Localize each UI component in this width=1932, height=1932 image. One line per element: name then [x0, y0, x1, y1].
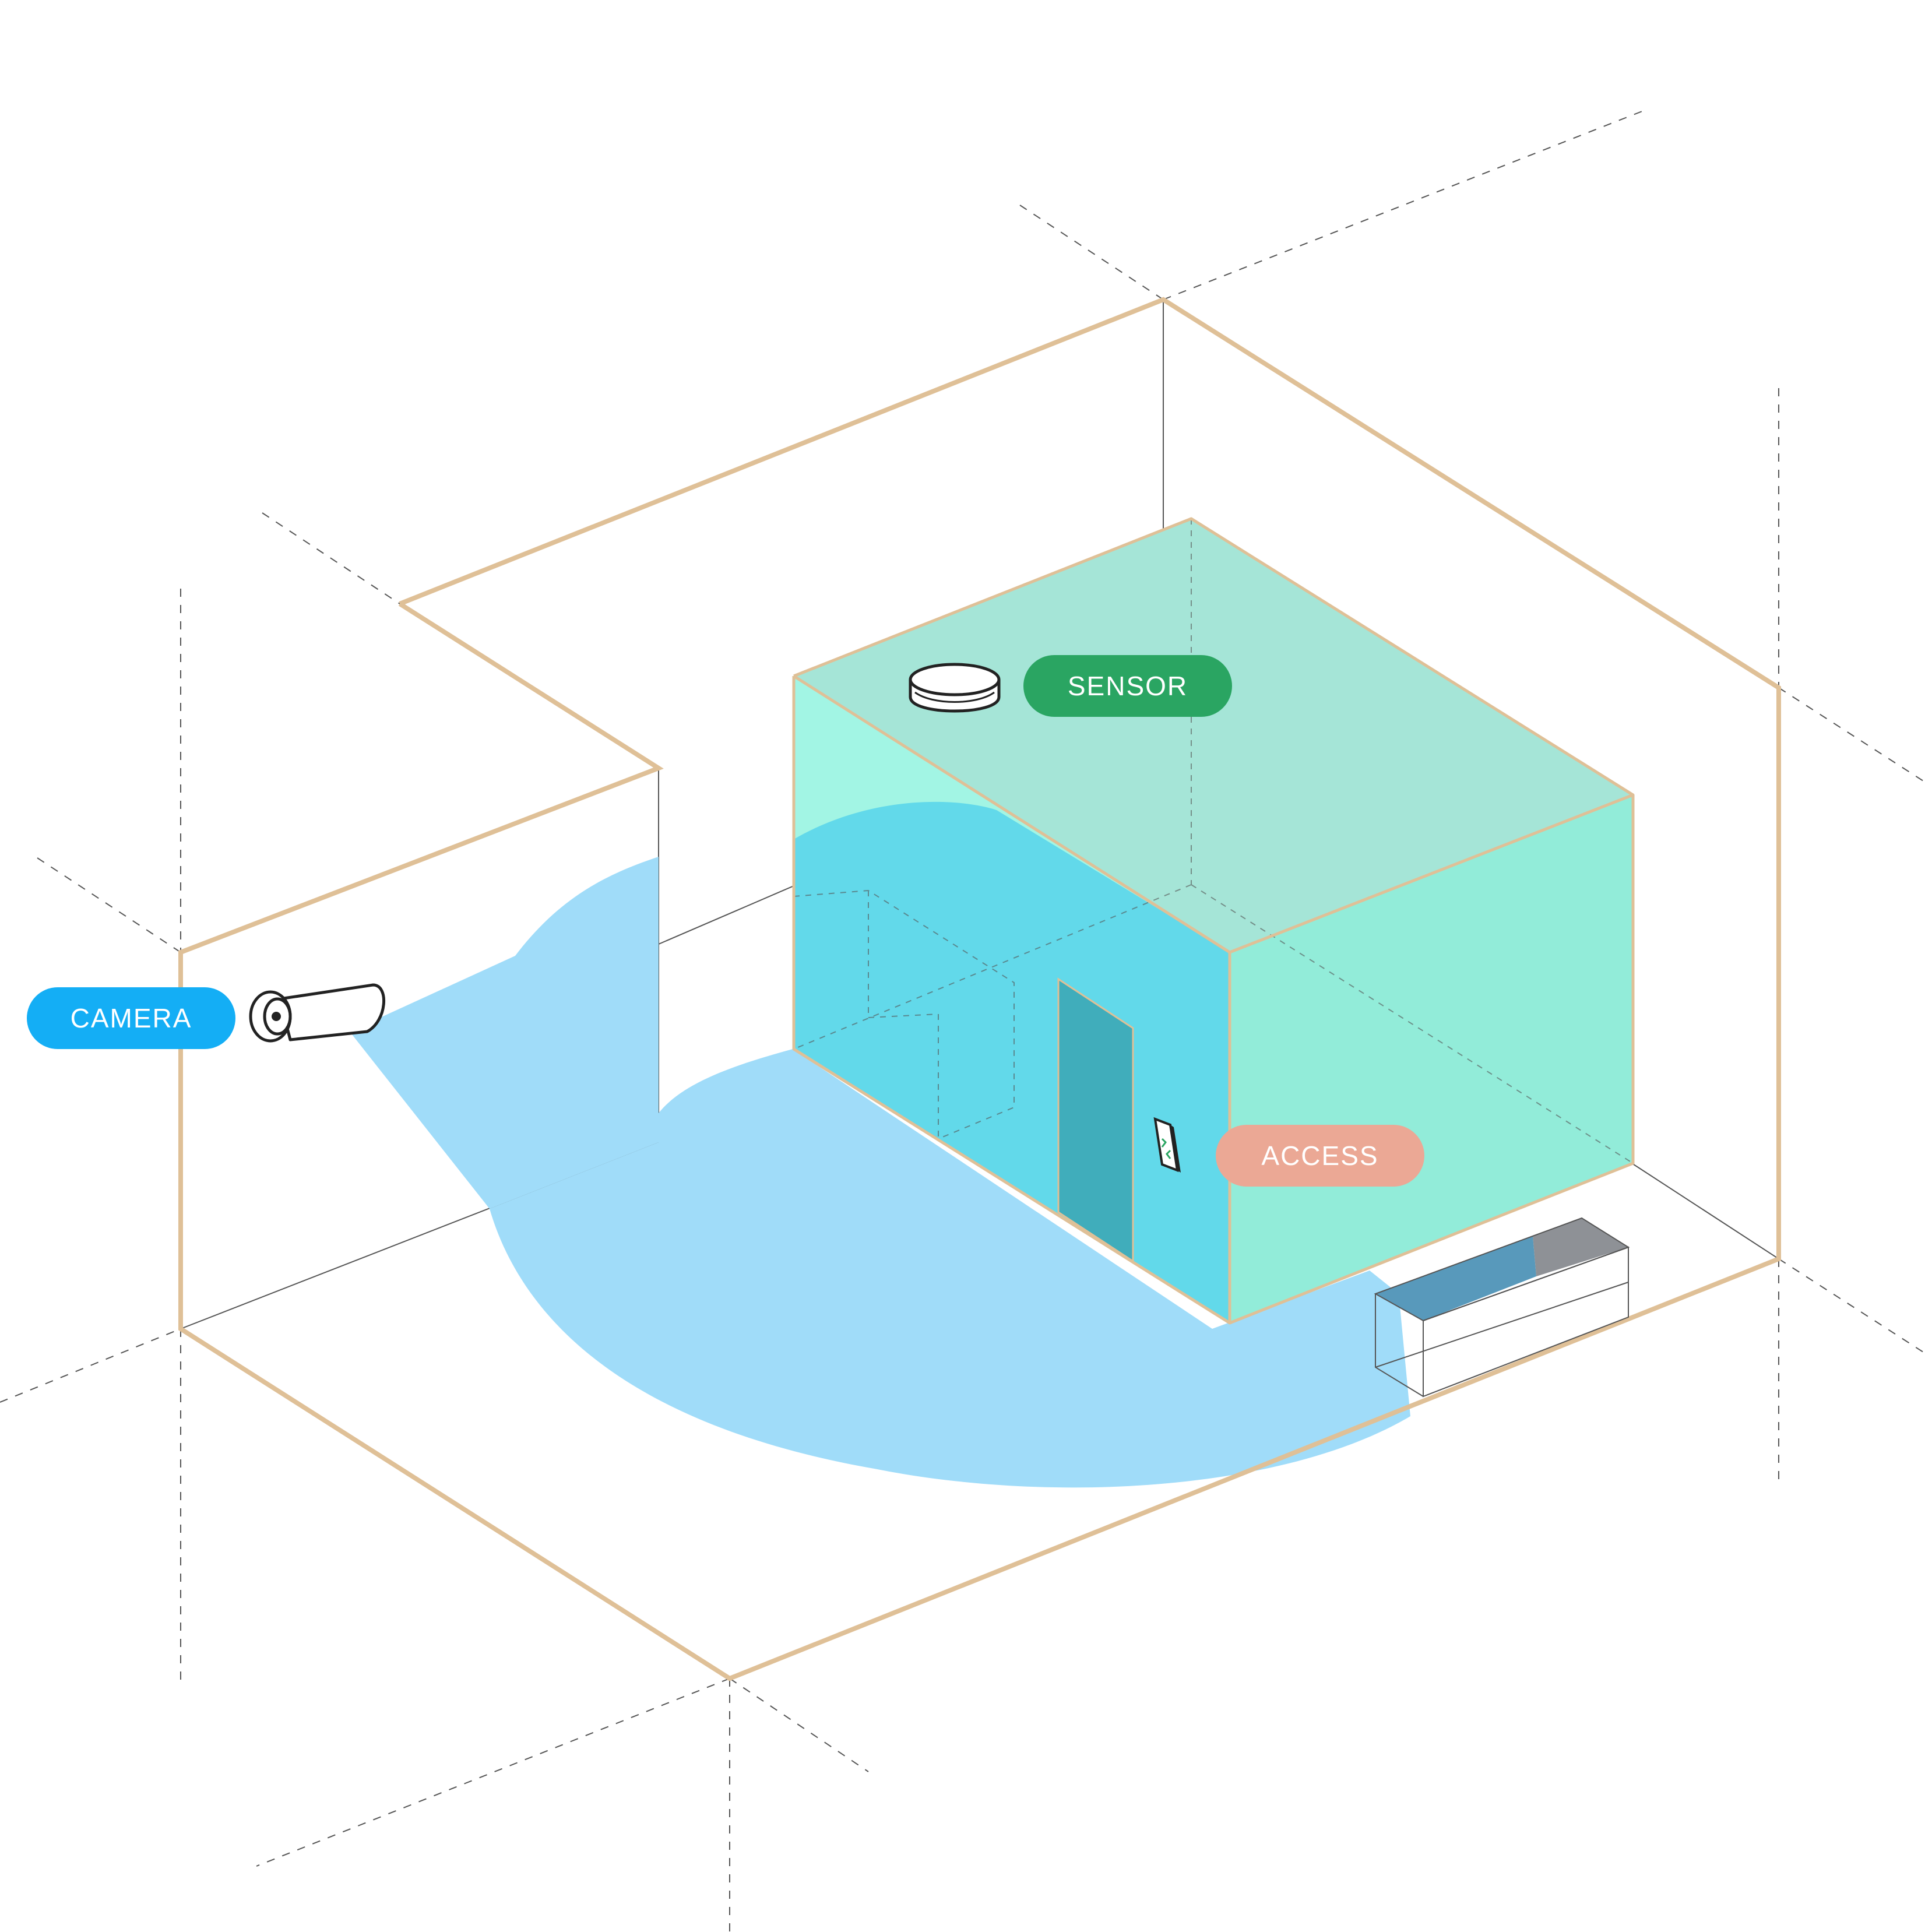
- building-outline: [178, 297, 1781, 1681]
- cabinet-top-gray: [1533, 1218, 1628, 1276]
- security-camera-icon: [249, 983, 385, 1043]
- door: [1057, 977, 1134, 1263]
- cabinet-top-blue: [1375, 1236, 1536, 1321]
- sensor-label: SENSOR: [1023, 655, 1232, 717]
- room-hidden-edges: [793, 519, 1634, 1164]
- floor-coverage-area: [490, 1049, 1410, 1488]
- room-outline: [792, 517, 1635, 1325]
- camera-coverage-area: [350, 857, 659, 1209]
- room-side-wall: [1230, 795, 1633, 1323]
- access-reader-icon: [1153, 1117, 1181, 1173]
- guide-lines: [0, 110, 1924, 1932]
- secure-room: [792, 517, 1635, 1325]
- ceiling-sensor-icon: [909, 663, 1001, 713]
- room-top: [794, 519, 1633, 952]
- camera-label: CAMERA: [27, 987, 235, 1049]
- cabinet: [1374, 1217, 1630, 1398]
- access-label: ACCESS: [1216, 1125, 1424, 1187]
